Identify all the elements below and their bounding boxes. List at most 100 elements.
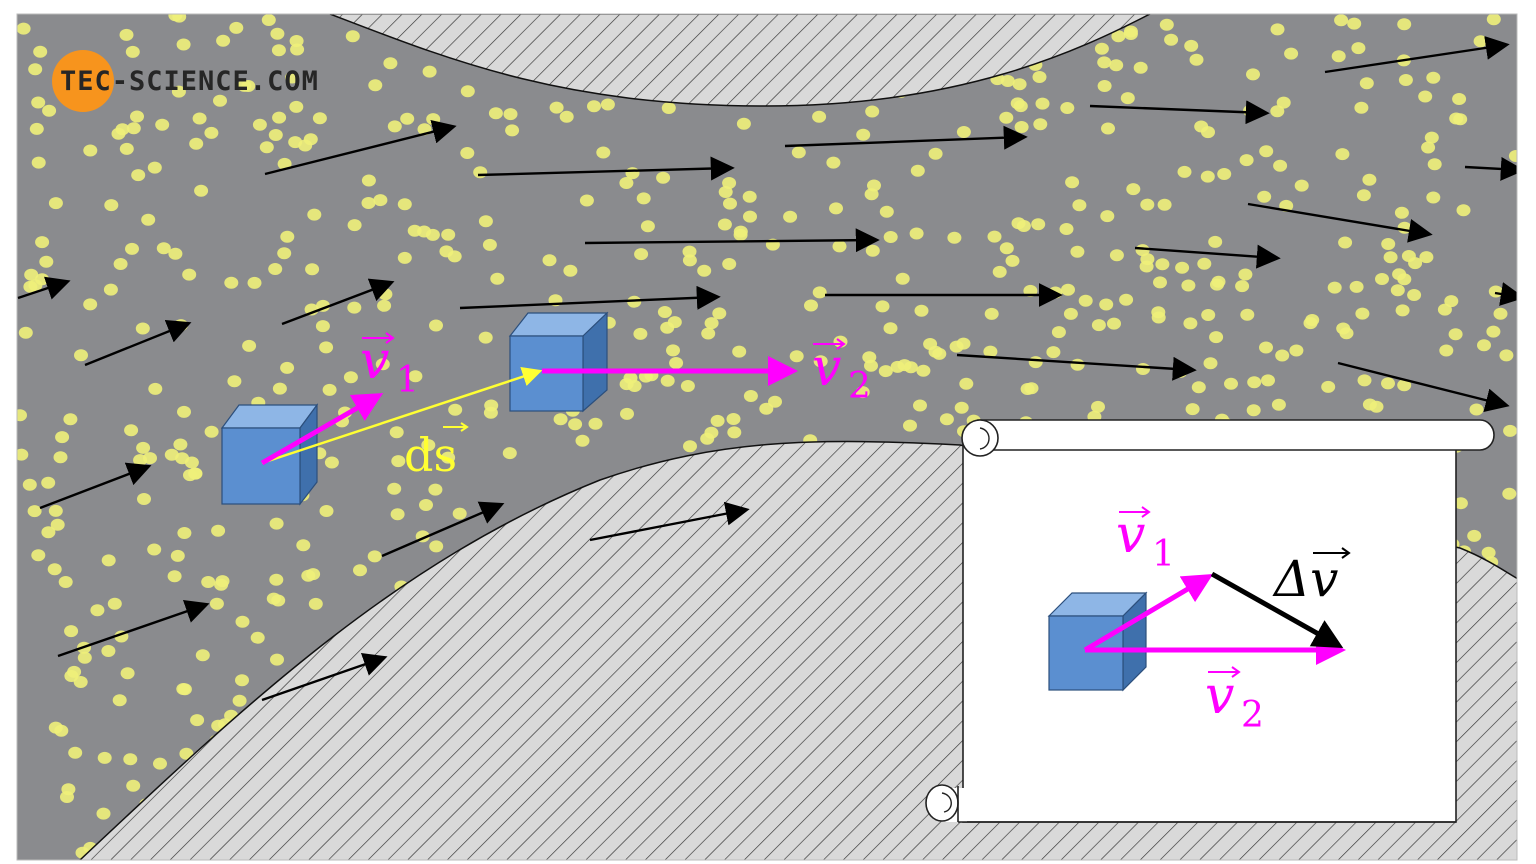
particle [627,380,642,392]
flow-arrow-icon [1464,156,1517,181]
particle [704,317,719,330]
particle [1155,258,1170,271]
particle [268,263,283,275]
particle [736,117,751,130]
particle [1335,148,1350,161]
particle [460,85,475,98]
svg-text:1: 1 [1152,534,1175,575]
particle [1357,374,1372,387]
particle [553,413,568,426]
particle [400,112,415,125]
particle [1109,59,1124,72]
displacement-arrow [261,367,543,465]
particle [361,197,376,209]
particle [549,101,564,114]
particle [441,451,456,464]
particle [682,245,697,258]
particle [1427,158,1442,171]
particle [1426,191,1441,204]
particle [1419,251,1434,264]
particle [227,375,242,388]
particle [204,126,219,139]
particle [148,382,163,395]
particle [242,339,257,352]
particle [903,419,917,432]
particle [1270,23,1285,36]
particle [1456,204,1471,217]
svg-text:Δv: Δv [1272,550,1338,608]
particle [878,365,893,378]
particle [137,493,151,505]
particle [280,361,295,374]
particle [1209,331,1224,344]
particle [1481,546,1496,559]
particle [1031,218,1046,231]
particle [97,751,112,764]
particle [1091,319,1106,332]
particle [875,300,890,313]
particle [60,791,74,803]
particle [312,112,327,125]
particle [17,409,27,422]
particle [656,171,671,184]
particle [1259,341,1273,354]
particle [1238,268,1253,281]
particle [804,299,818,312]
particle [1444,295,1459,308]
particle [768,395,782,408]
particle [1097,56,1112,69]
flow-arrow-icon [1337,361,1510,412]
particle [579,194,594,207]
flow-arrows [17,35,1517,702]
particle [168,14,183,22]
particle [1356,189,1371,202]
particle [1294,179,1309,192]
particle [1020,383,1035,395]
particle [1208,235,1223,248]
particle [1203,357,1218,370]
particle [1164,33,1179,46]
particle [956,337,971,350]
inset-v1-label: v 1 [1116,505,1175,575]
particle [47,563,62,576]
particle [353,564,367,577]
particle [1467,529,1482,542]
particle [1424,131,1439,144]
flow-arrow-icon [589,501,750,542]
particle [661,102,676,114]
particle [1181,279,1196,292]
particle [1123,28,1138,40]
particle [1503,424,1517,437]
particle [448,403,463,416]
particle [368,79,383,92]
particle [96,807,111,820]
particle [1289,344,1304,357]
particle [1035,97,1050,110]
particle [308,597,323,610]
particle [895,272,910,285]
svg-text:1: 1 [396,360,419,401]
particle [490,272,505,285]
particle [90,604,105,617]
particle [324,456,339,469]
particle [1383,251,1398,264]
particle [1119,293,1134,306]
particle [103,283,118,296]
svg-text:2: 2 [1241,695,1264,736]
particle [1183,317,1198,330]
particle [397,198,412,211]
particle [726,413,741,425]
particle [130,110,144,123]
particle [125,45,140,58]
particle [999,111,1014,124]
particle [1097,80,1112,92]
particle [488,107,503,120]
particle [916,364,931,377]
particle [1247,376,1262,389]
particle [1395,304,1410,317]
particle [954,401,969,414]
particle [229,21,244,34]
particle [176,38,191,51]
flow-arrow-icon [1134,244,1281,269]
particle [29,122,44,135]
